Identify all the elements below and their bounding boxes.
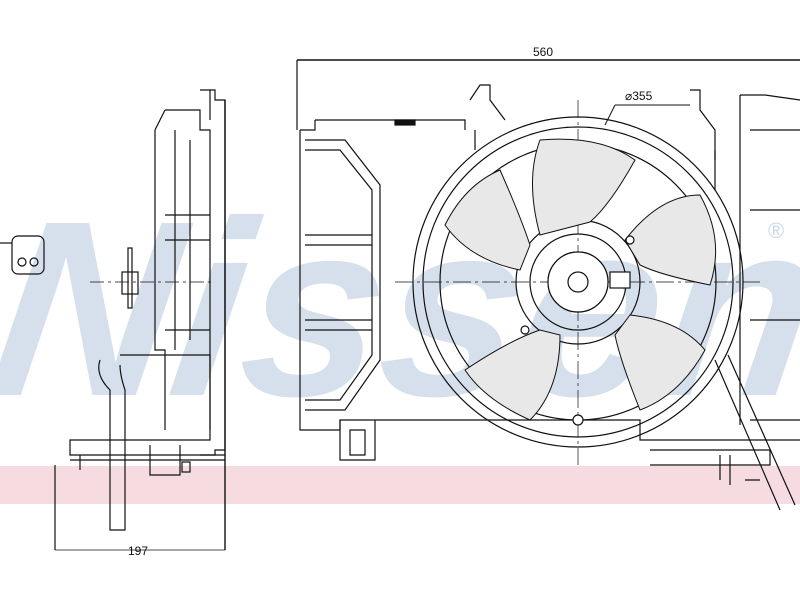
diameter-leader — [604, 104, 690, 126]
side-view — [0, 89, 226, 551]
front-view-shroud — [299, 84, 800, 511]
watermark-band — [0, 466, 800, 504]
fan-blades — [444, 138, 717, 421]
dimension-label-depth: 197 — [128, 544, 148, 558]
dimension-560 — [296, 59, 800, 130]
registered-mark: ® — [768, 218, 784, 243]
dimension-label-width: 560 — [533, 45, 553, 59]
dimension-label-diameter: ⌀355 — [625, 89, 653, 103]
fan-assembly — [395, 100, 760, 465]
